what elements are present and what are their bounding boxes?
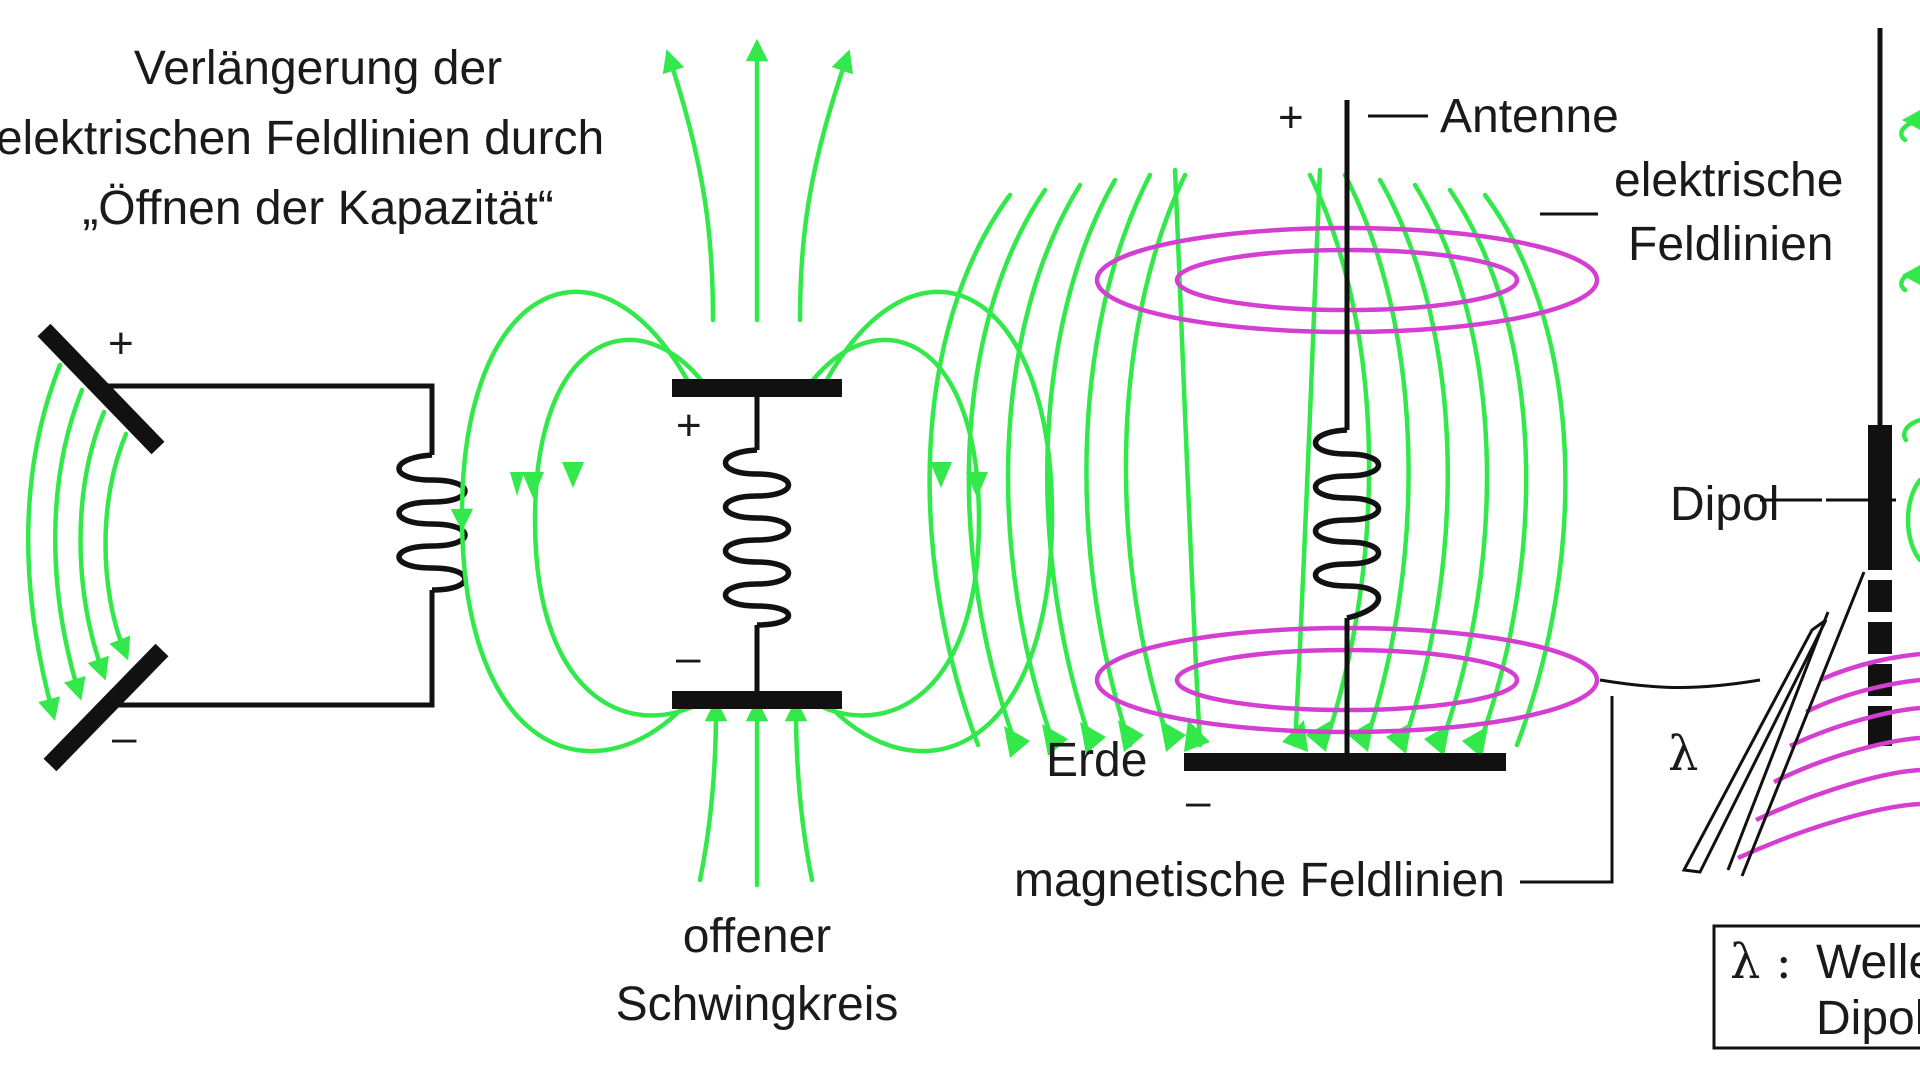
antenna-field-line xyxy=(1292,167,1323,748)
legend-line1: Welle xyxy=(1816,936,1920,989)
dipole-arrowhead xyxy=(1902,110,1920,130)
middle-caption-line1: offener xyxy=(683,910,832,963)
dipole-field-line xyxy=(1902,417,1920,443)
left-minus-sign: – xyxy=(112,713,137,762)
left-field-line xyxy=(103,431,131,661)
antenna-field-line xyxy=(1172,167,1203,748)
legend-box xyxy=(1712,924,1920,1050)
upper-wire xyxy=(108,383,435,455)
antenna-field-line xyxy=(1045,177,1118,748)
right-inner-loop xyxy=(806,337,982,718)
left-title-line3: „Öffnen der Kapazität“ xyxy=(82,182,553,235)
electric-label-line2: Feldlinien xyxy=(1628,218,1833,271)
left-field-line xyxy=(25,362,63,721)
left-title-line2: elektrischen Feldlinien durch xyxy=(0,112,604,165)
lower-wire xyxy=(112,590,435,708)
closed-oscillator-circuit: Verlängerung der elektrischen Feldlinien… xyxy=(0,42,604,772)
ground-minus-sign: – xyxy=(1186,777,1211,826)
dipole-magnetic-arc xyxy=(1772,735,1920,785)
upper-capacitor-plate xyxy=(37,323,165,455)
dipole-segment xyxy=(1868,580,1892,612)
open-oscillator-circuit: + – offener Schwingkreis xyxy=(450,38,1055,1031)
left-title-line1: Verlängerung der xyxy=(134,42,502,95)
left-inner-loop xyxy=(532,337,708,718)
dipole-slant-line xyxy=(1740,571,1866,877)
dipole-arrowhead xyxy=(1902,265,1920,285)
middle-coil xyxy=(723,447,791,628)
left-field-line xyxy=(78,409,109,681)
antenna-label: Antenne xyxy=(1440,90,1619,143)
left-coil xyxy=(396,452,468,593)
dipole-magnetic-arc xyxy=(1789,705,1920,749)
right-outer-loop xyxy=(821,289,1055,754)
antenna-field-line xyxy=(1482,192,1568,748)
antenna-field-line xyxy=(1307,172,1372,748)
antenna-field-line xyxy=(1377,177,1450,748)
dipole-magnetic-arc xyxy=(1755,767,1920,823)
antenna-coil xyxy=(1313,427,1381,621)
middle-caption-line2: Schwingkreis xyxy=(616,978,899,1031)
loop-arrow xyxy=(562,462,584,488)
lambda-symbol: λ xyxy=(1668,726,1698,782)
antenna-diagram: + Antenne elektrische Feldlinien Erde – … xyxy=(927,90,1843,907)
loop-arrow xyxy=(522,472,544,498)
dipole-field-line xyxy=(1905,477,1920,563)
loop-arrow xyxy=(510,472,524,496)
dipole-magnetic-arc xyxy=(1819,651,1920,683)
antenna-field-line xyxy=(1412,182,1490,748)
electric-label-line1: elektrische xyxy=(1614,154,1843,207)
left-field-line xyxy=(53,387,86,701)
middle-plus-sign: + xyxy=(676,401,702,450)
field-line-in xyxy=(784,698,815,883)
field-line-up xyxy=(797,49,853,323)
dipole-diagram: Dipol λ λ : Welle Dipol xyxy=(1668,28,1920,1050)
magnetic-leader-link xyxy=(1599,678,1761,689)
antenna-field-line xyxy=(1342,172,1411,748)
left-outer-loop xyxy=(450,289,693,754)
antenna-field-line xyxy=(966,187,1048,748)
lambda-bracket xyxy=(1681,618,1828,874)
dipole-magnetic-arc xyxy=(1737,801,1920,861)
dipole-slant-line xyxy=(1726,611,1830,871)
field-line-up xyxy=(662,49,716,323)
antenna-plus-sign: + xyxy=(1278,93,1304,142)
loop-arrow xyxy=(930,462,952,488)
legend-lambda: λ : xyxy=(1730,934,1792,990)
ground-arrowheads xyxy=(1004,720,1488,758)
antenna-field-line xyxy=(1005,182,1083,748)
antenna-field-line xyxy=(927,192,1013,748)
antenna-field-line xyxy=(1447,187,1529,748)
middle-minus-sign: – xyxy=(676,633,701,682)
dipole-label: Dipol xyxy=(1670,478,1779,531)
loop-arrow xyxy=(966,472,988,498)
lower-capacitor-plate xyxy=(43,643,169,772)
ground-label: Erde xyxy=(1046,734,1147,787)
magnetic-label: magnetische Feldlinien xyxy=(1014,854,1505,907)
legend-line2: Dipol xyxy=(1816,992,1920,1045)
field-line-in xyxy=(697,698,728,883)
dipole-upper-element xyxy=(1868,425,1892,570)
magnetic-leader xyxy=(1520,696,1614,884)
dipole-segment xyxy=(1868,664,1892,696)
dipole-segment xyxy=(1868,622,1892,654)
left-plus-sign: + xyxy=(108,319,134,368)
dipole-magnetic-arc xyxy=(1804,677,1920,715)
antenna-field-line xyxy=(1123,172,1188,748)
